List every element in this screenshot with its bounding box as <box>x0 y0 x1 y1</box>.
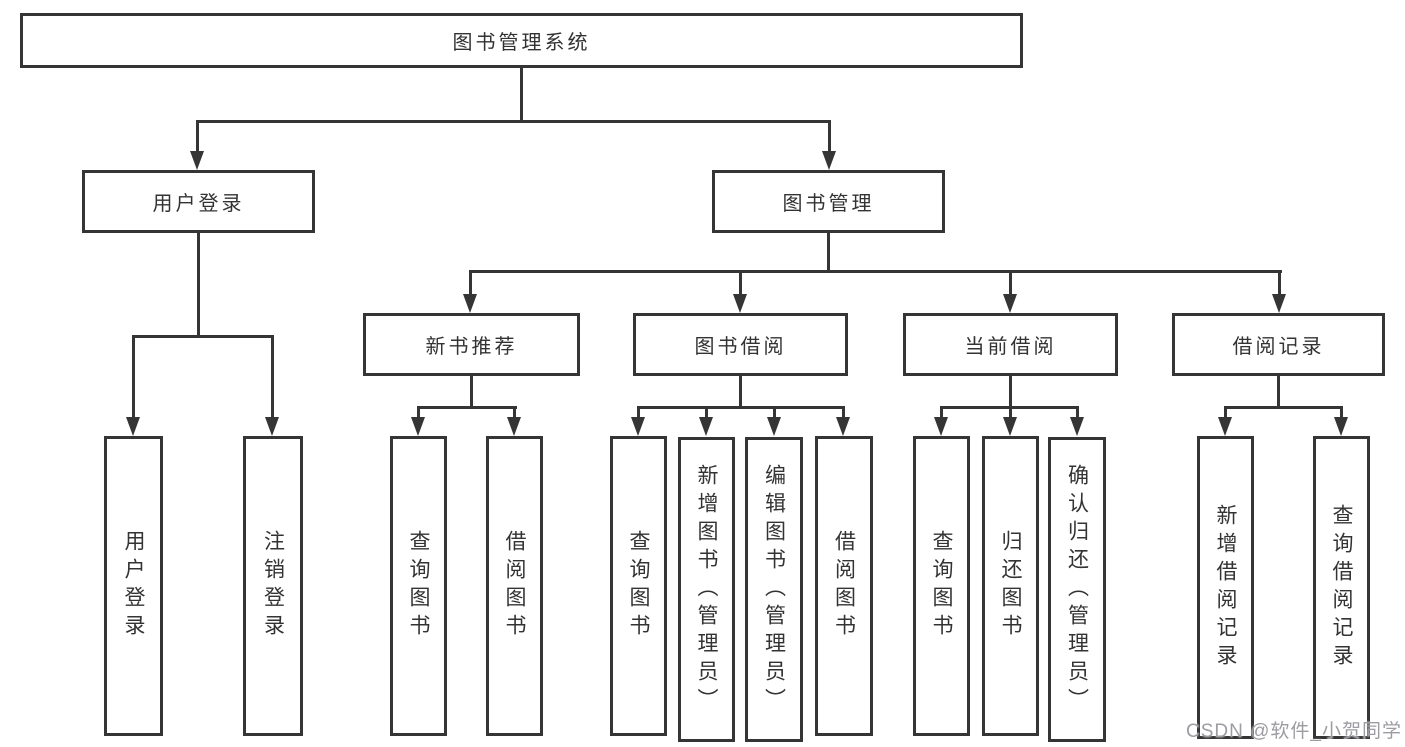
connector-line <box>469 270 1282 273</box>
leaf-br-add-record: 新增借阅记录 <box>1197 436 1254 739</box>
arrow-down-icon <box>1218 417 1232 436</box>
node-book-management: 图书管理 <box>712 170 945 233</box>
watermark: CSDN @软件_小贺同学 <box>1186 721 1402 742</box>
connector-line <box>1277 376 1280 406</box>
arrow-down-icon <box>699 417 713 436</box>
connector-line <box>1009 376 1012 406</box>
arrow-down-icon <box>767 417 781 436</box>
leaf-bb-query-books: 查询图书 <box>610 436 667 736</box>
arrow-down-icon <box>934 417 948 436</box>
arrow-down-icon <box>1334 417 1348 436</box>
leaf-br-query-record: 查询借阅记录 <box>1313 436 1370 739</box>
arrow-down-icon <box>631 417 645 436</box>
connector-line <box>469 270 472 296</box>
connector-line <box>271 335 274 419</box>
connector-line <box>1224 406 1343 409</box>
arrow-down-icon <box>507 417 521 436</box>
connector-line <box>739 270 742 296</box>
arrow-down-icon <box>126 417 140 436</box>
node-book-borrow: 图书借阅 <box>633 313 848 376</box>
connector-line <box>739 376 742 406</box>
connector-line <box>520 68 523 120</box>
connector-line <box>1009 406 1012 418</box>
connector-line <box>1340 406 1343 418</box>
connector-line <box>417 406 517 409</box>
arrow-down-icon <box>1003 417 1017 436</box>
connector-line <box>513 406 516 418</box>
leaf-cb-query-books: 查询图书 <box>913 436 970 736</box>
connector-line <box>470 376 473 406</box>
arrow-down-icon <box>1272 294 1286 313</box>
leaf-user-login: 用户登录 <box>104 436 163 736</box>
node-new-book-recommend: 新书推荐 <box>363 313 580 376</box>
leaf-bb-borrow-books: 借阅图书 <box>815 436 873 736</box>
connector-line <box>132 335 274 338</box>
connector-line <box>417 406 420 418</box>
connector-line <box>132 335 135 419</box>
leaf-bb-add-books-admin: 新增图书（管理员） <box>678 437 735 742</box>
arrow-down-icon <box>733 294 747 313</box>
node-library-system: 图书管理系统 <box>20 13 1023 68</box>
connector-line <box>1076 406 1079 418</box>
connector-line <box>828 120 831 153</box>
node-user-login: 用户登录 <box>82 170 315 233</box>
connector-line <box>196 120 199 153</box>
arrow-down-icon <box>190 151 204 170</box>
leaf-bb-edit-books-admin: 编辑图书（管理员） <box>745 437 803 742</box>
connector-line <box>1278 270 1281 296</box>
connector-line <box>827 233 830 270</box>
connector-line <box>196 120 831 123</box>
connector-line <box>637 406 640 418</box>
connector-line <box>1009 270 1012 296</box>
leaf-nbr-borrow-books: 借阅图书 <box>486 436 543 736</box>
connector-line <box>705 406 708 418</box>
node-borrow-records: 借阅记录 <box>1172 313 1385 376</box>
connector-line <box>940 406 943 418</box>
leaf-nbr-query-books: 查询图书 <box>390 436 447 736</box>
connector-line <box>637 406 845 409</box>
arrow-down-icon <box>265 417 279 436</box>
arrow-down-icon <box>411 417 425 436</box>
connector-line <box>197 233 200 335</box>
arrow-down-icon <box>822 151 836 170</box>
arrow-down-icon <box>1070 417 1084 436</box>
arrow-down-icon <box>463 294 477 313</box>
connector-line <box>842 406 845 418</box>
arrow-down-icon <box>1003 294 1017 313</box>
leaf-cb-confirm-return-admin: 确认归还（管理员） <box>1048 437 1106 742</box>
connector-line <box>773 406 776 418</box>
leaf-cb-return-books: 归还图书 <box>982 436 1039 736</box>
arrow-down-icon <box>836 417 850 436</box>
leaf-logout: 注销登录 <box>243 436 303 736</box>
node-current-borrow: 当前借阅 <box>903 313 1118 376</box>
connector-line <box>1224 406 1227 418</box>
